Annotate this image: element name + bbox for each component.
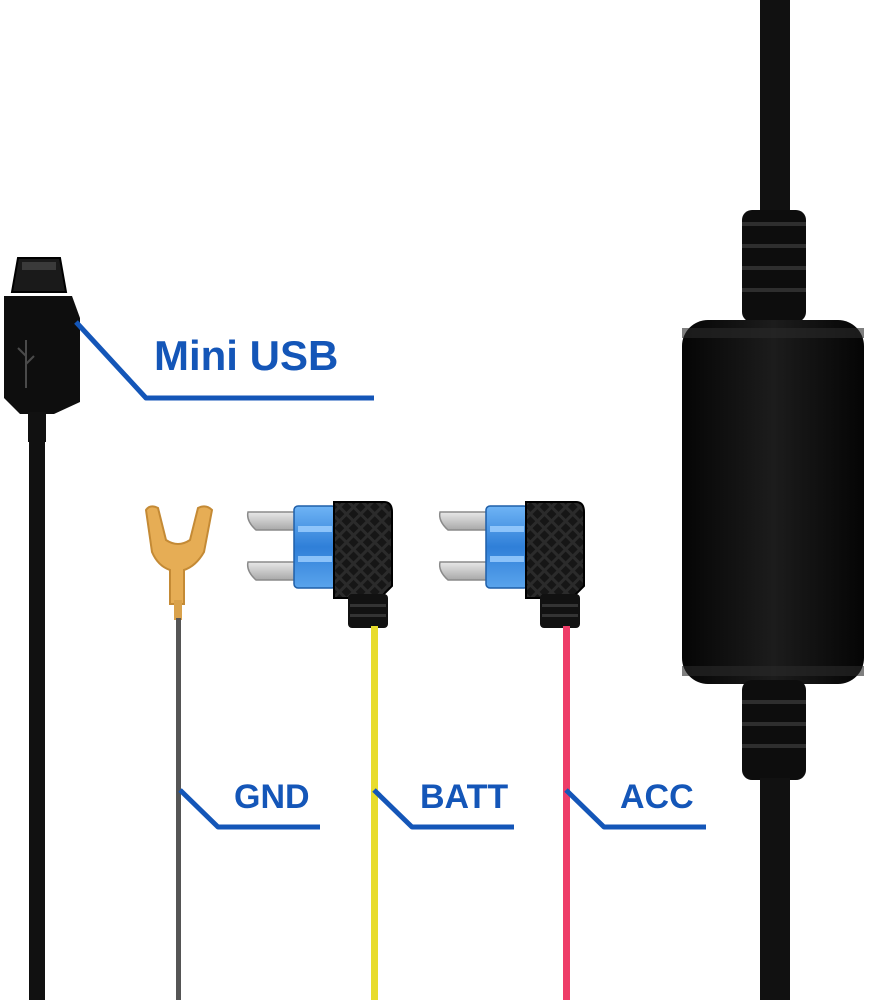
usb-strain-relief — [28, 412, 46, 442]
main-cable-bottom — [760, 778, 790, 1000]
batt-callout-line — [372, 788, 514, 830]
gnd-label: GND — [234, 778, 310, 816]
inline-power-converter-icon — [682, 320, 864, 684]
mini-usb-label: Mini USB — [154, 332, 338, 379]
plug-contact-slot — [22, 262, 56, 270]
gnd-callout: GND — [178, 778, 320, 830]
batt-callout: BATT — [372, 778, 514, 830]
acc-callout: ACC — [564, 778, 706, 830]
add-a-circuit-fuse-tap-icon — [485, 505, 529, 589]
mini-usb-connector — [4, 257, 80, 1000]
acc-wire — [563, 626, 570, 1000]
lower-strain-relief — [742, 680, 806, 780]
usb-cable — [29, 440, 45, 1000]
usb-logo-icon — [17, 340, 35, 388]
ring-spade-terminal-icon — [144, 505, 214, 605]
mini-usb-callout: Mini USB — [74, 320, 374, 401]
acc-callout-line — [564, 788, 706, 830]
acc-label: ACC — [620, 778, 694, 816]
gnd-callout-line — [178, 788, 320, 830]
add-a-circuit-fuse-tap-icon — [293, 505, 337, 589]
upper-strain-relief — [742, 210, 806, 322]
acc-fuse-tap — [438, 501, 585, 1000]
batt-label: BATT — [420, 778, 508, 816]
batt-wire — [371, 626, 378, 1000]
batt-fuse-tap — [246, 501, 393, 1000]
main-cable-top — [760, 0, 790, 230]
power-converter-assembly — [682, 0, 864, 1000]
usb-overmold-housing — [4, 296, 80, 414]
gnd-wire — [176, 618, 181, 1000]
mini-usb-callout-line — [74, 320, 374, 401]
gnd-terminal — [144, 505, 214, 1000]
